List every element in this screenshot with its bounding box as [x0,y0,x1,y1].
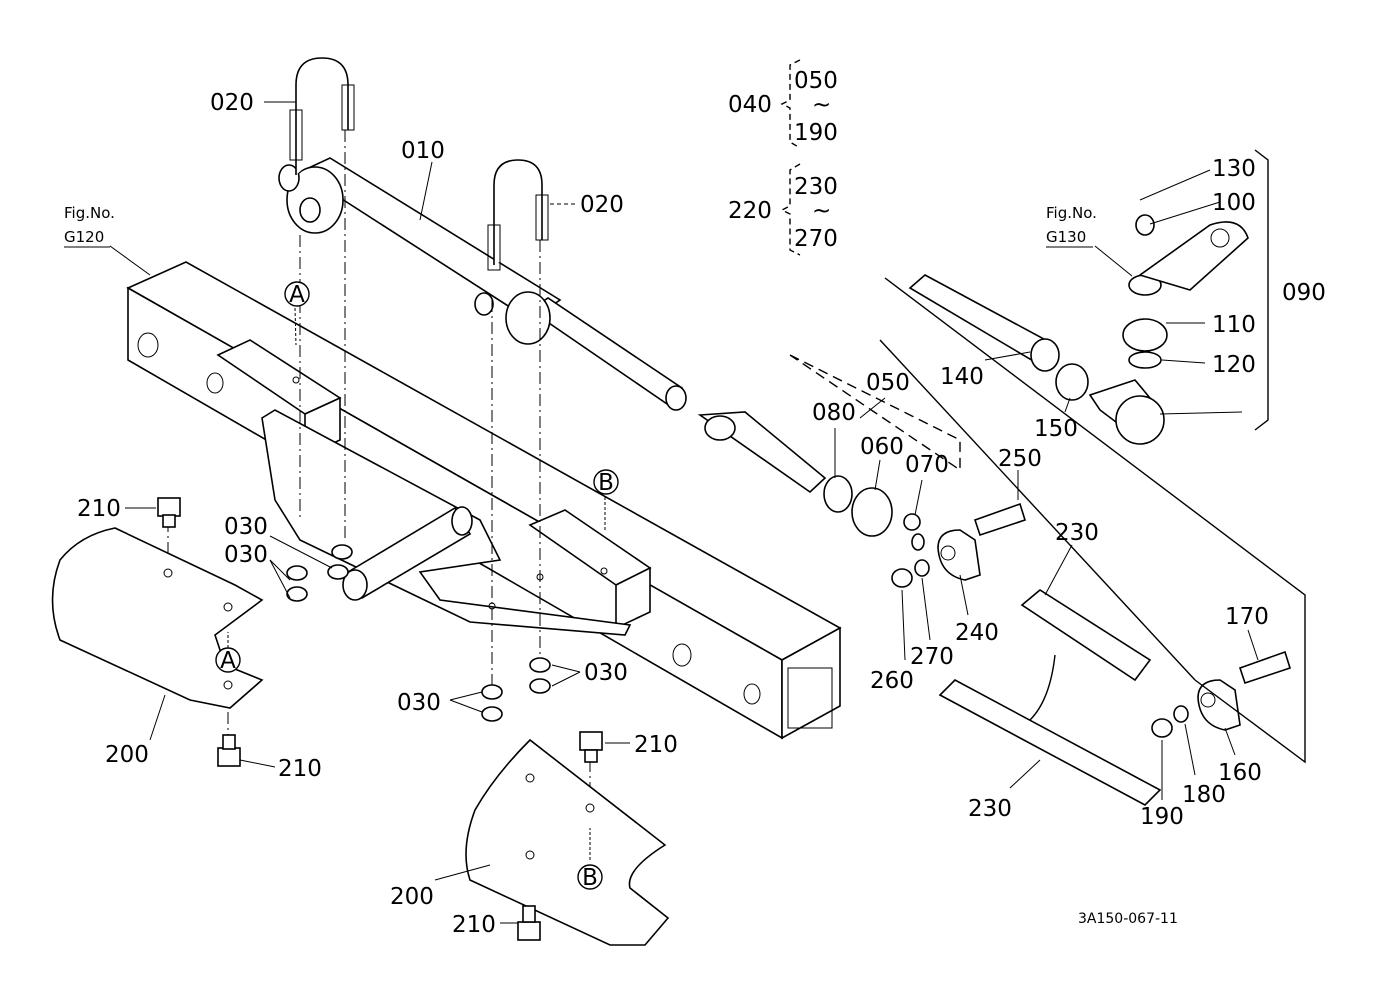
fig-ref-g130-line1: Fig.No. [1046,204,1097,222]
knuckle-arms [891,502,1291,738]
group-220-tilde: ~ [812,198,831,224]
group-220-parent: 220 [728,198,772,224]
u-bolt-left [289,57,355,175]
callout-200-left: 200 [105,742,149,768]
callout-130: 130 [1212,156,1256,182]
callout-150: 150 [1034,416,1078,442]
group-040-to: 190 [794,120,838,146]
frames [879,149,1306,764]
fig-ref-g130-line2: G130 [1046,228,1086,246]
drawing-code: 3A150-067-11 [1078,911,1178,927]
callout-210-a: 210 [77,496,121,522]
callout-210-c: 210 [634,732,678,758]
callout-240: 240 [955,620,999,646]
group-brackets [780,59,801,256]
callout-080: 080 [812,400,856,426]
callout-260: 260 [870,668,914,694]
callout-110: 110 [1212,312,1256,338]
cover-left [51,527,264,709]
group-040-tilde: ~ [812,92,831,118]
callout-230-top: 230 [1055,520,1099,546]
callout-030-b: 030 [224,542,268,568]
group-220-from: 230 [794,174,838,200]
svg-text:B: B [582,865,598,891]
group-040: 040 050 ~ 190 [728,68,838,146]
callout-020-right: 020 [580,192,624,218]
callout-120: 120 [1212,352,1256,378]
group-220-to: 270 [794,226,838,252]
fig-ref-g120-line2: G120 [64,228,104,246]
svg-text:A: A [220,648,236,674]
svg-text:A: A [289,282,305,308]
callout-070: 070 [905,452,949,478]
callout-190: 190 [1140,804,1184,830]
callout-030-c: 030 [397,690,441,716]
callout-090: 090 [1282,280,1326,306]
callout-020-left: 020 [210,90,254,116]
callout-160: 160 [1218,760,1262,786]
group-220: 220 230 ~ 270 [728,174,838,252]
fig-ref-g120: Fig.No. G120 [64,204,115,248]
marker-b-top: B [593,469,619,496]
callout-200-right: 200 [390,884,434,910]
marker-a-top: A [284,281,310,308]
callout-210-b: 210 [278,756,322,782]
callout-060: 060 [860,434,904,460]
callout-140: 140 [940,364,984,390]
marker-b-bottom: B [577,864,603,891]
callout-030-d: 030 [584,660,628,686]
fig-ref-g120-line1: Fig.No. [64,204,115,222]
tie-rod-parts [697,354,961,551]
nuts [286,544,551,722]
u-bolt-right [487,159,549,271]
group-040-from: 050 [794,68,838,94]
steering-cylinder [278,157,687,411]
tie-rod-end [1088,214,1249,445]
fig-ref-g130: Fig.No. G130 [1046,204,1097,248]
callout-010: 010 [401,138,445,164]
group-040-parent: 040 [728,92,772,118]
marker-a-bottom: A [215,647,241,674]
callout-210-d: 210 [452,912,496,938]
axle-beam [126,261,842,740]
callout-180: 180 [1182,782,1226,808]
bolts-210 [157,497,603,941]
callout-230-bottom: 230 [968,796,1012,822]
shafts [908,274,1162,806]
svg-text:B: B [598,470,614,496]
leader-lines [109,101,1259,924]
callout-labels: 010 020 020 030 030 030 030 050 060 070 … [77,90,1326,938]
callout-250: 250 [998,446,1042,472]
callout-030-a: 030 [224,514,268,540]
callout-050: 050 [866,370,910,396]
cover-right [465,738,670,946]
callout-270: 270 [910,644,954,670]
callout-100: 100 [1212,190,1256,216]
callout-170: 170 [1225,604,1269,630]
